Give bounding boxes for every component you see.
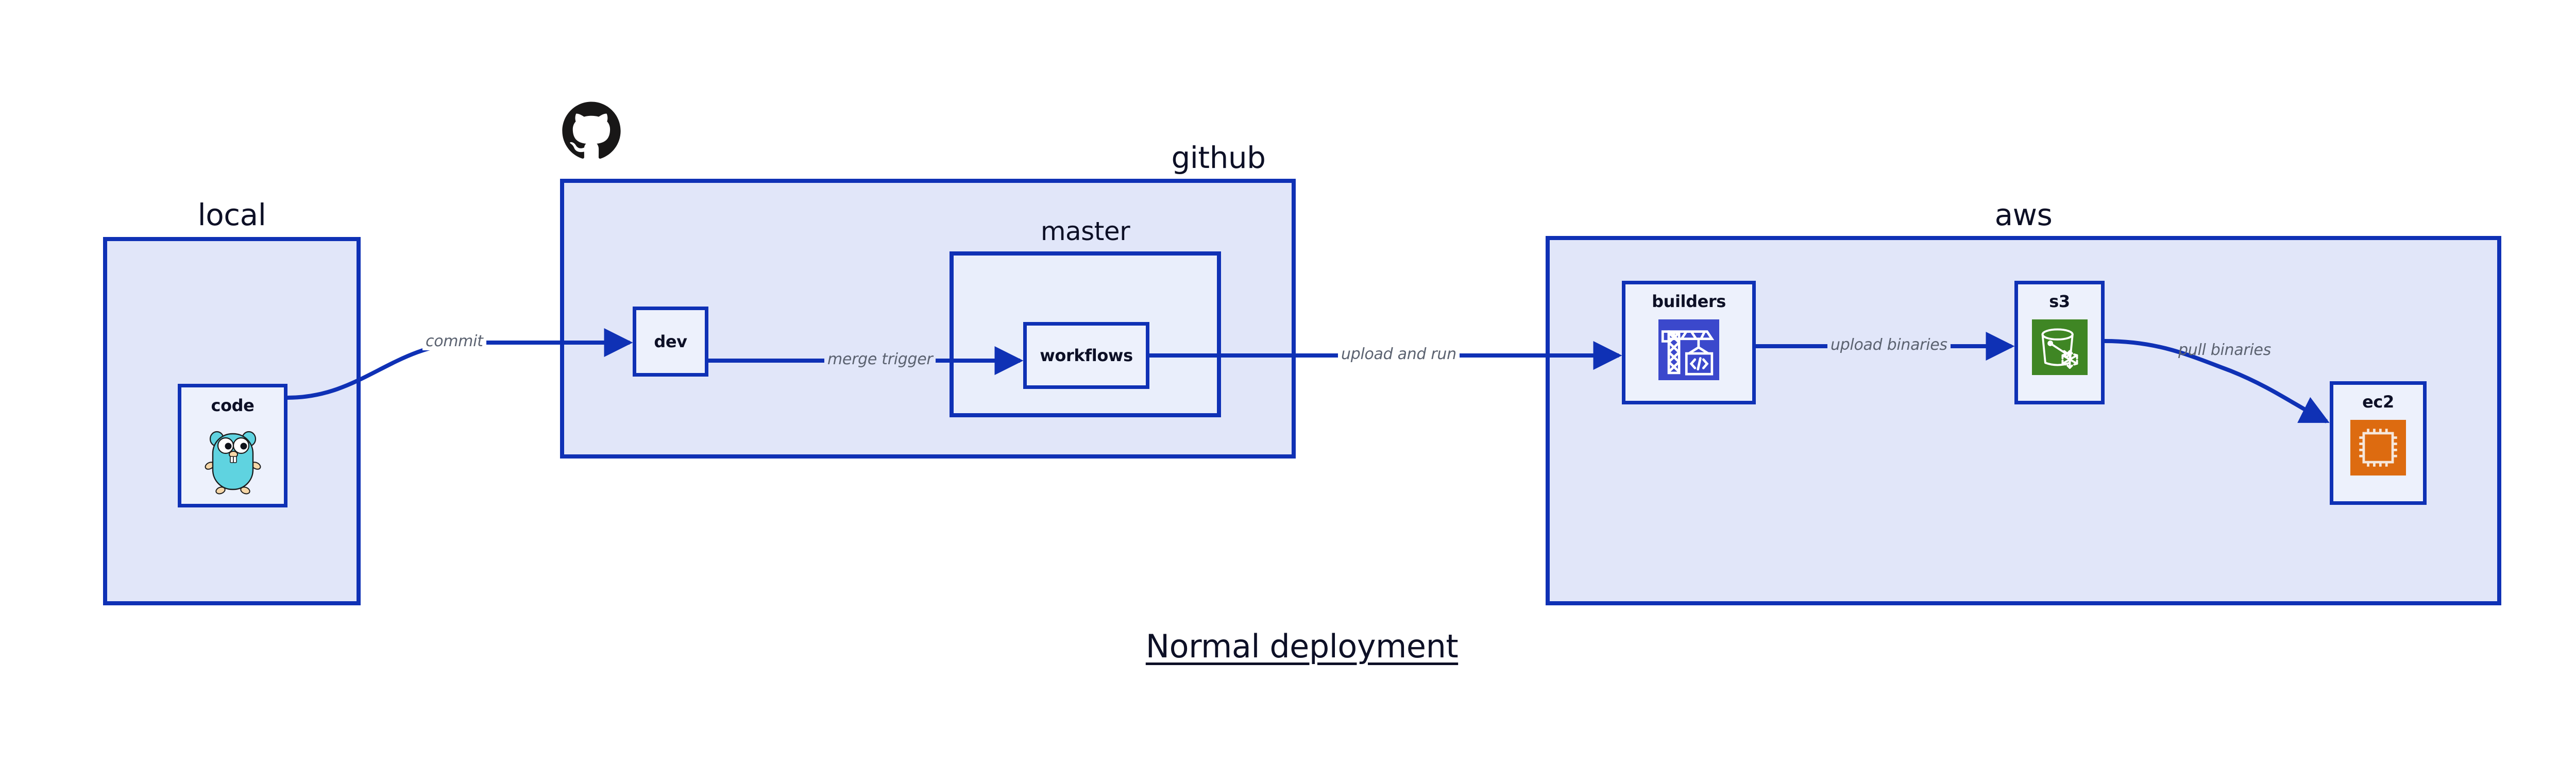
- node-s3[interactable]: s3: [2014, 281, 2105, 404]
- aws-ec2-icon: [2350, 420, 2406, 478]
- edge-label-merge-trigger: merge trigger: [824, 350, 936, 368]
- node-label-ec2: ec2: [2362, 392, 2394, 412]
- diagram-caption: Normal deployment: [1145, 627, 1459, 665]
- edge-label-commit: commit: [422, 332, 486, 350]
- node-dev[interactable]: dev: [633, 307, 708, 377]
- node-code[interactable]: code: [178, 384, 287, 507]
- aws-s3-glacier-icon: [2031, 319, 2088, 377]
- node-workflows[interactable]: workflows: [1023, 322, 1149, 389]
- edge-label-pull-binaries: pull binaries: [2178, 341, 2271, 359]
- node-ec2[interactable]: ec2: [2330, 381, 2427, 505]
- edge-label-upload-binaries: upload binaries: [1827, 336, 1951, 354]
- group-label-aws: aws: [1994, 197, 2053, 232]
- group-label-master: master: [1040, 216, 1130, 246]
- node-label-builders: builders: [1652, 292, 1726, 311]
- group-label-github: github: [1171, 140, 1266, 175]
- go-gopher-icon: [203, 422, 263, 497]
- group-label-local: local: [197, 197, 266, 232]
- node-builders[interactable]: builders: [1622, 281, 1756, 404]
- github-mark-icon: [560, 100, 623, 165]
- node-label-workflows: workflows: [1040, 346, 1133, 365]
- edge-label-upload-and-run: upload and run: [1338, 345, 1460, 363]
- node-label-code: code: [211, 396, 255, 415]
- node-label-s3: s3: [2049, 292, 2070, 311]
- node-label-dev: dev: [654, 332, 687, 351]
- aws-codebuild-icon: [1658, 319, 1719, 382]
